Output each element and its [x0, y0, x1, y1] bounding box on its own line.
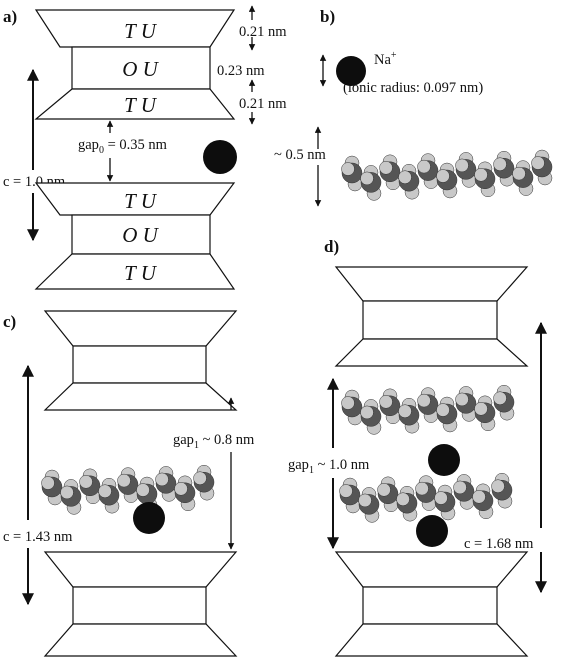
thickness-bottom-label: 0.21 nm	[239, 96, 287, 112]
tetrahedral-sheet-d-4	[334, 623, 529, 657]
hydrogen-atom	[41, 476, 55, 490]
octahedral-sheet-d-1	[362, 300, 498, 340]
hydrogen-atom	[493, 391, 507, 405]
hydrogen-atom	[360, 405, 374, 420]
hydrogen-atom	[436, 403, 450, 417]
hydrogen-atom	[398, 404, 412, 418]
hydrogen-atom	[341, 162, 355, 176]
top-tot-layer: T U O U T U	[34, 9, 236, 120]
c-spacing-d-label: c = 1.68 nm	[464, 536, 534, 552]
sodium-ion-reference	[336, 56, 366, 86]
panel-b-label: b)	[320, 7, 335, 26]
ion-radius-label: (ionic radius: 0.097 nm)	[343, 80, 483, 96]
panel-a: a) T U O U T U 0.21 nm 0.23 nm 0.21 nm g…	[3, 5, 287, 290]
hydrogen-atom	[379, 395, 393, 409]
hydrogen-atom	[174, 482, 188, 496]
intercalated-chain-d-upper	[341, 384, 515, 435]
hydrogen-atom	[491, 479, 505, 493]
tetrahedral-sheet-bottom-2	[34, 253, 236, 290]
hydrogen-atom	[117, 473, 131, 488]
tetrahedral-sheet-c-3	[43, 551, 238, 588]
gap1-d-label: gap1 ~ 1.0 nm	[288, 457, 370, 476]
intercalated-chain-c	[41, 464, 215, 515]
hydrogen-atom	[358, 493, 372, 508]
tetrahedral-sheet-c-1	[43, 310, 238, 347]
ion-symbol-label: Na+	[374, 50, 397, 68]
hydrogen-atom	[396, 492, 410, 506]
hydrogen-atom	[193, 471, 207, 485]
hydrogen-atom	[341, 396, 355, 410]
panel-c: c) gap1 ~ 0.8 nm c = 1.43 nm	[3, 310, 255, 657]
sodium-ion-d-1	[428, 444, 460, 476]
hydrogen-atom	[379, 161, 393, 175]
chain-height-label: ~ 0.5 nm	[274, 147, 326, 163]
unit-label-tu-1: T U	[124, 19, 158, 43]
unit-label-tu-2: T U	[124, 93, 158, 117]
unit-label-ou-2: O U	[122, 223, 159, 247]
tetrahedral-sheet-d-3	[334, 551, 529, 588]
c-spacing-c-label: c = 1.43 nm	[3, 529, 73, 545]
hydrogen-atom	[434, 491, 448, 505]
hydrogen-atom	[474, 168, 488, 182]
panel-d: d) gap1 ~ 1.0 nm c = 1.68 nm	[288, 237, 547, 657]
hydrogen-atom	[453, 480, 467, 495]
hydrogen-atom	[417, 393, 431, 408]
hydrogen-atom	[531, 156, 545, 170]
unit-label-ou-1: O U	[122, 57, 159, 81]
gap1-c-label: gap1 ~ 0.8 nm	[173, 432, 255, 451]
hydrogen-atom	[98, 484, 112, 498]
panel-b: b) Na+ (ionic radius: 0.097 nm) ~ 0.5 nm	[274, 7, 553, 207]
panel-d-label: d)	[324, 237, 339, 256]
hydrogen-atom	[60, 485, 74, 500]
hydrogen-atom	[360, 171, 374, 186]
hydrogen-atom	[436, 169, 450, 183]
hydrogen-atom	[512, 166, 526, 181]
panel-c-label: c)	[3, 312, 16, 331]
alkyl-chain-molecule	[341, 149, 553, 201]
thickness-middle-label: 0.23 nm	[217, 63, 265, 79]
hydrogen-atom	[415, 481, 429, 496]
octahedral-sheet-1	[71, 46, 211, 90]
tetrahedral-sheet-d-1	[334, 266, 529, 302]
unit-label-tu-3: T U	[124, 189, 158, 213]
hydrogen-atom	[455, 158, 469, 173]
tetrahedral-sheet-c-2	[43, 382, 238, 411]
hydrogen-atom	[155, 472, 169, 487]
hydrogen-atom	[339, 484, 353, 498]
octahedral-sheet-d-2	[362, 586, 498, 625]
thickness-top-label: 0.21 nm	[239, 24, 287, 40]
thickness-annotations: 0.21 nm 0.23 nm 0.21 nm	[217, 5, 287, 125]
sodium-ion-c	[133, 502, 165, 534]
hydrogen-atom	[417, 159, 431, 174]
hydrogen-atom	[377, 483, 391, 497]
hydrogen-atom	[398, 170, 412, 184]
sodium-ion-d-2	[416, 515, 448, 547]
hydrogen-atom	[136, 483, 150, 497]
intercalated-chain-d-lower	[339, 472, 513, 523]
unit-label-tu-4: T U	[124, 261, 158, 285]
panel-a-label: a)	[3, 7, 17, 26]
tetrahedral-sheet-c-4	[43, 623, 238, 657]
tetrahedral-sheet-d-2	[334, 338, 529, 367]
bottom-tot-layer: T U O U T U	[34, 182, 236, 290]
tetrahedral-sheet-bottom-1	[34, 88, 236, 120]
gap0-label: gap0 = 0.35 nm	[78, 137, 168, 156]
hydrogen-atom	[472, 490, 486, 504]
octahedral-sheet-c-2	[72, 586, 207, 625]
sodium-ion	[203, 140, 237, 174]
hydrogen-atom	[474, 402, 488, 416]
hydrogen-atom	[79, 475, 93, 489]
hydrogen-atom	[493, 157, 507, 171]
hydrogen-atom	[455, 392, 469, 407]
octahedral-sheet-c-1	[72, 345, 207, 384]
